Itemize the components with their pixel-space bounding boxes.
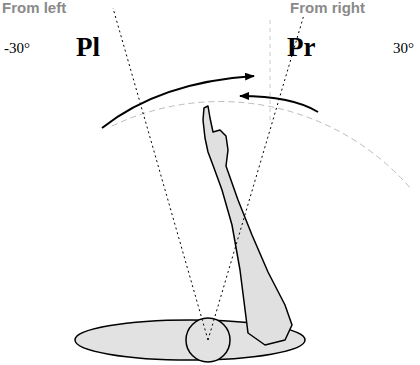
left-limit-line [113, 8, 208, 340]
left-motion-arrow [102, 76, 254, 128]
arm [203, 106, 292, 345]
heading-label: From left [0, 0, 68, 17]
center-line [270, 20, 271, 120]
position-label: Pr [285, 33, 317, 63]
heading-label: From right [288, 0, 367, 17]
angle-label: -30° [2, 40, 32, 57]
right-motion-arrow [240, 96, 318, 112]
angle-label: 30° [391, 40, 416, 57]
position-label: Pl [74, 33, 102, 63]
reach-arc [112, 102, 412, 190]
